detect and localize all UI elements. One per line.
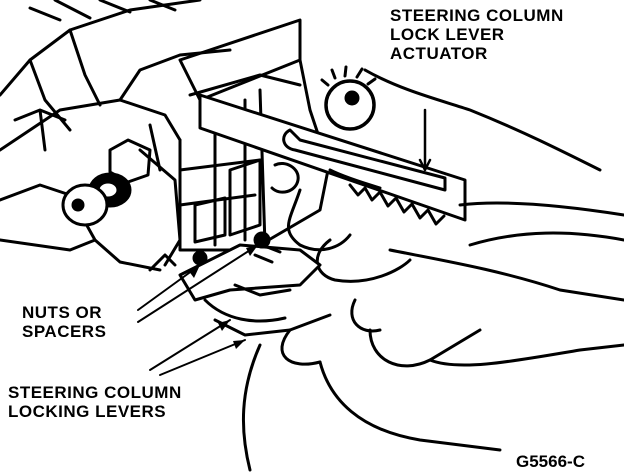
label-locking-levers: STEERING COLUMN LOCKING LEVERS	[8, 383, 182, 421]
label-lock-lever-actuator: STEERING COLUMN LOCK LEVER ACTUATOR	[390, 6, 564, 63]
leader-arrowheads	[188, 245, 258, 349]
label-line: LOCKING LEVERS	[8, 402, 167, 421]
label-line: STEERING COLUMN	[8, 383, 182, 402]
figure-code: G5566-C	[516, 452, 585, 471]
label-line: ACTUATOR	[390, 44, 488, 63]
label-line: SPACERS	[22, 322, 107, 341]
column-housing	[0, 0, 232, 272]
operator-hand	[241, 68, 624, 472]
lock-lever-actuator-bar	[198, 93, 467, 226]
bolt-nut	[61, 172, 132, 227]
actuator-gear	[320, 65, 377, 131]
label-line: NUTS OR	[22, 303, 102, 322]
label-line: LOCK LEVER	[390, 25, 505, 44]
leader-lines	[137, 244, 259, 376]
label-nuts-or-spacers: NUTS OR SPACERS	[22, 303, 106, 341]
label-line: STEERING COLUMN	[390, 6, 564, 25]
locking-levers	[148, 231, 332, 337]
